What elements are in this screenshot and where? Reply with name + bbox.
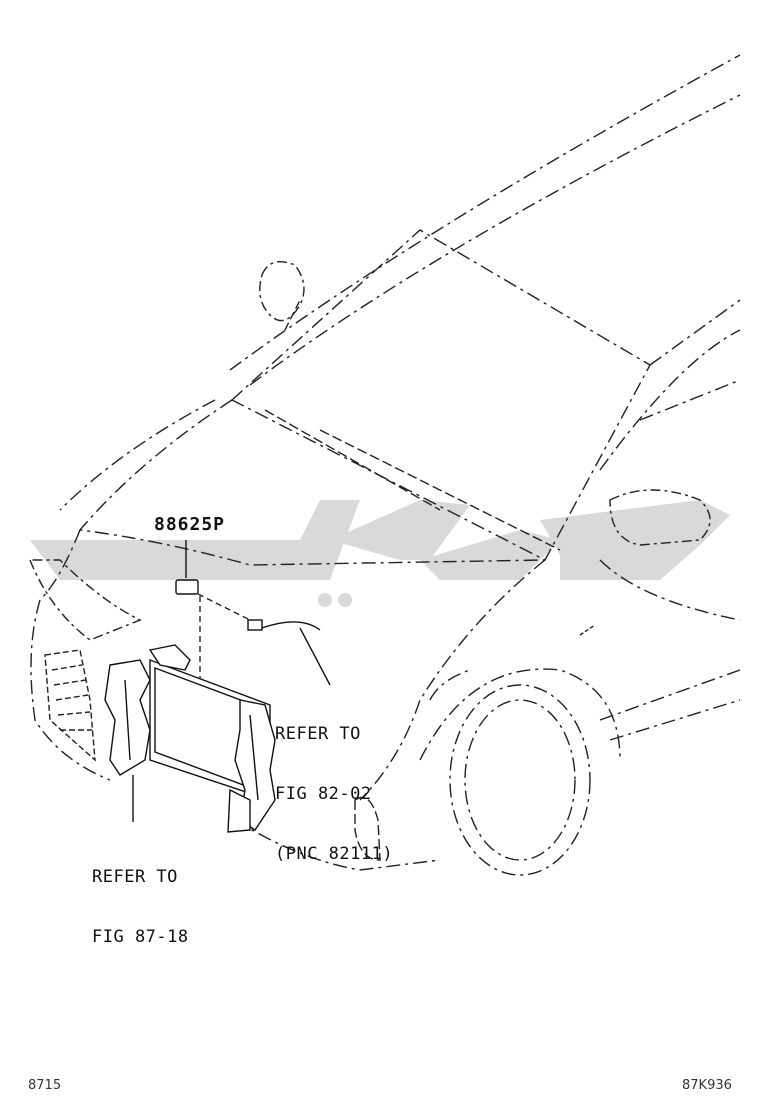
side-marker — [579, 624, 596, 636]
front-wheel-inner — [464, 699, 576, 861]
wheel-arch — [419, 668, 621, 761]
fog-light — [354, 796, 381, 861]
footer-right-code: 87K936 — [682, 1078, 732, 1093]
hood-front-edge — [39, 529, 81, 601]
footer-left-code: 8715 — [28, 1078, 62, 1093]
sensor-88625p — [175, 579, 199, 595]
a-pillar-right — [649, 299, 741, 366]
door-window-line — [639, 379, 741, 421]
mirror-right — [609, 489, 711, 546]
mirror-left — [259, 261, 305, 322]
watermark-logo — [30, 500, 730, 607]
part-number-88625p: 88625P — [154, 514, 226, 535]
refer-a-line2: FIG 82-02 — [275, 784, 372, 804]
hose — [261, 621, 321, 631]
refer-to-fig-87-18: REFER TO FIG 87-18 — [92, 827, 189, 967]
door-line — [599, 329, 741, 471]
refer-a-line3: (PNC 82111) — [275, 844, 394, 864]
fender-line — [359, 559, 546, 801]
grille — [44, 649, 96, 762]
roof-inner-line — [249, 94, 741, 386]
refer-b-line2: FIG 87-18 — [92, 927, 189, 947]
refer-to-fig-82-02: REFER TO FIG 82-02 (PNC 82111) — [275, 684, 393, 884]
roof-line — [229, 54, 741, 371]
connector — [247, 619, 263, 631]
radiator-assembly — [104, 644, 276, 833]
side-skirt — [599, 669, 741, 741]
front-wheel — [449, 684, 591, 876]
refer-b-line1: REFER TO — [92, 867, 178, 887]
headlight — [28, 559, 142, 641]
refer-a-line1: REFER TO — [275, 724, 361, 744]
wiper-arm — [264, 409, 561, 551]
